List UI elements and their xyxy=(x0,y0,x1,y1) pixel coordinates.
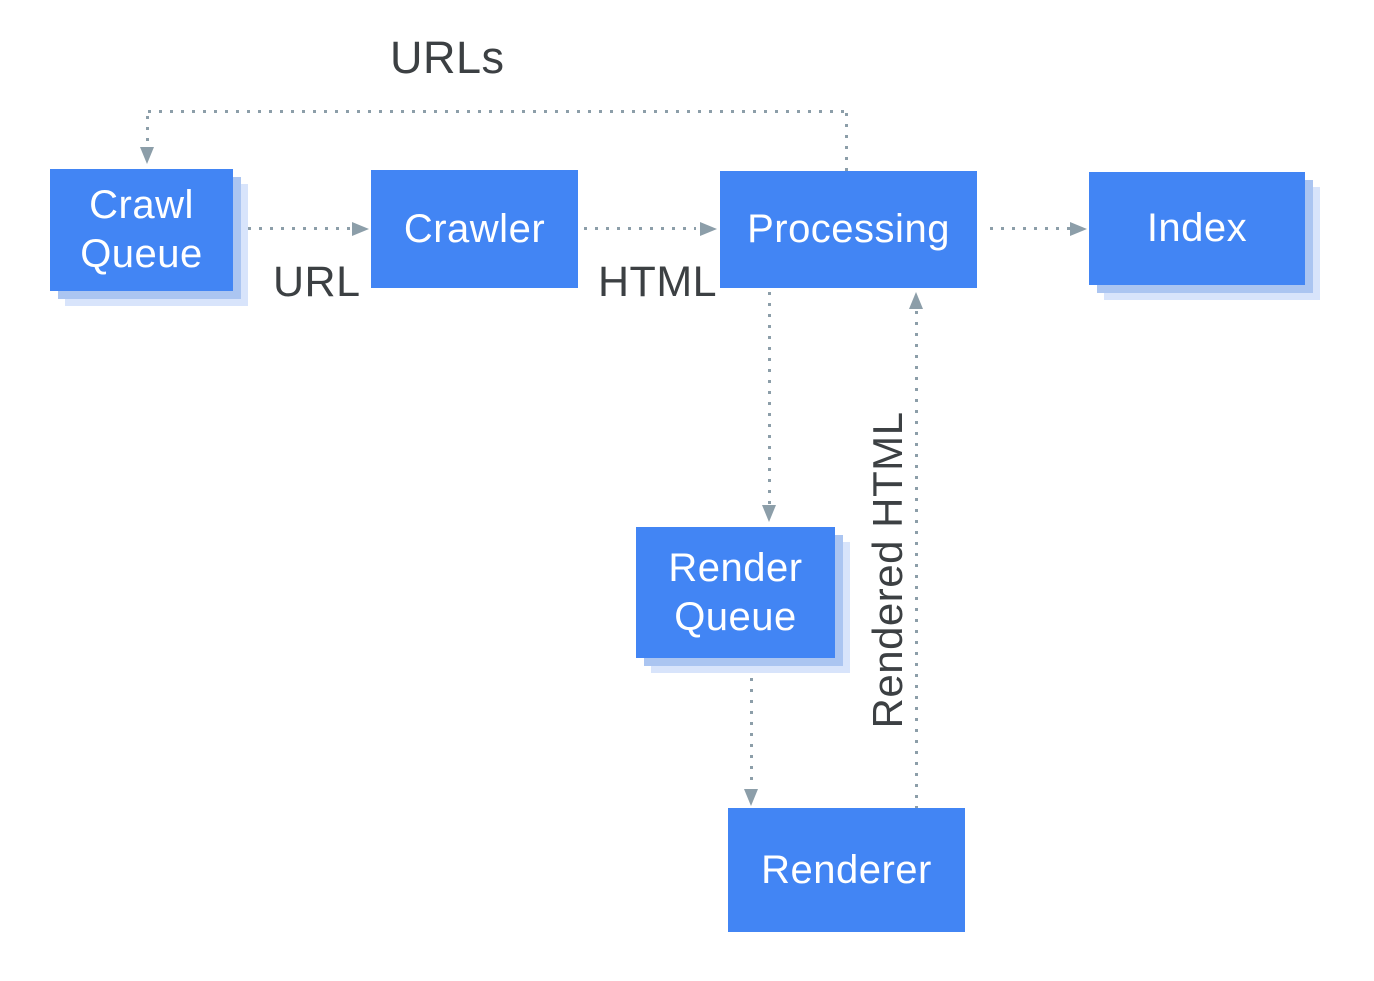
connector-crawl-queue-to-crawler xyxy=(248,227,354,230)
connector-processing-to-index xyxy=(990,227,1072,230)
edge-label-rendered-html: Rendered HTML xyxy=(864,411,911,729)
node-processing: Processing xyxy=(720,171,977,288)
arrowhead-into-processing-bottom xyxy=(909,292,923,309)
node-renderer-label: Renderer xyxy=(761,847,932,892)
arrowhead-into-crawl-queue xyxy=(140,147,154,164)
node-processing-label: Processing xyxy=(747,207,950,252)
connector-render-queue-to-renderer xyxy=(750,678,753,788)
edge-label-urls: URLs xyxy=(390,32,505,83)
connector-processing-to-render-queue xyxy=(768,292,771,504)
node-render-queue: Render Queue xyxy=(636,527,835,658)
arrowhead-into-processing xyxy=(700,222,717,236)
node-crawler: Crawler xyxy=(371,170,578,288)
connector-urls-loop-to-crawl-queue xyxy=(146,116,149,147)
node-renderer: Renderer xyxy=(728,808,965,932)
arrowhead-into-index xyxy=(1070,222,1087,236)
node-crawl-queue: Crawl Queue xyxy=(50,169,233,291)
connector-urls-loop-from-processing xyxy=(845,113,848,171)
edge-label-url: URL xyxy=(273,258,361,306)
edge-label-html: HTML xyxy=(598,258,718,306)
node-crawl-queue-label: Crawl Queue xyxy=(80,183,203,276)
arrowhead-into-crawler xyxy=(352,222,369,236)
node-crawler-label: Crawler xyxy=(403,206,546,251)
arrowhead-into-renderer xyxy=(744,789,758,806)
arrowhead-into-render-queue xyxy=(762,505,776,522)
connector-renderer-to-processing xyxy=(915,311,918,808)
node-index-label: Index xyxy=(1146,206,1248,251)
node-render-queue-label: Render Queue xyxy=(668,545,803,639)
node-index: Index xyxy=(1089,172,1305,285)
connector-crawler-to-processing xyxy=(584,227,696,230)
connector-urls-loop-horizontal xyxy=(148,110,848,113)
